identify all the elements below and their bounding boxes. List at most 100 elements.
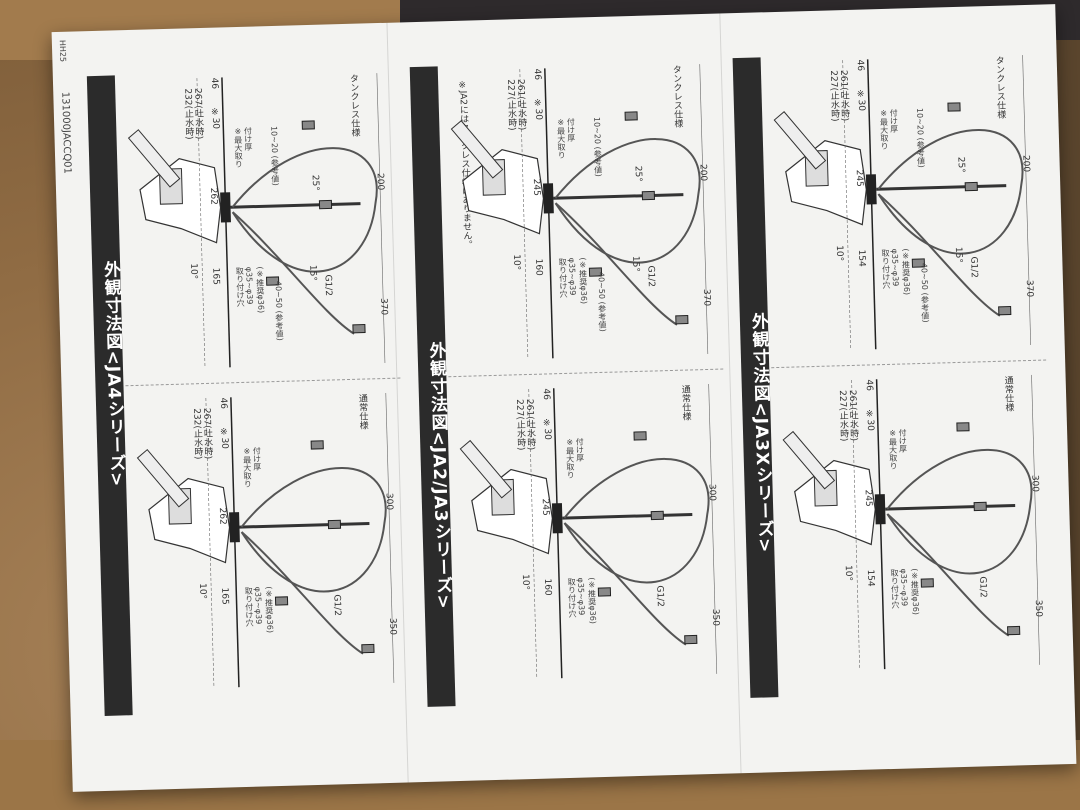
hose-connector: [675, 314, 689, 325]
dim-label: 300: [383, 492, 395, 511]
dim-label: 15°: [307, 264, 318, 282]
dim-label: 370: [701, 288, 712, 307]
dim-label: 200: [697, 163, 708, 182]
document-code: 131000JACCQ01: [59, 91, 73, 175]
mount-hole-recommended: (※推奨φ36): [264, 586, 275, 634]
dim-label: 40~50 (参考値): [596, 271, 608, 332]
dim-label: 25°: [309, 174, 321, 191]
hose-connector: [301, 120, 315, 130]
mount-block: [874, 494, 886, 525]
dimension-line: [519, 69, 529, 360]
faucet-lever: [773, 111, 827, 170]
dim-label: 15°: [630, 255, 641, 273]
thread-label: G1/2: [331, 594, 342, 617]
mount-hole-size: φ35~φ39: [244, 266, 255, 305]
hose-connector: [318, 199, 333, 210]
dim-label: 245: [530, 178, 542, 197]
mount-block: [220, 192, 231, 223]
hose-connector: [998, 305, 1012, 316]
thread-label: G1/2: [654, 585, 665, 608]
supply-pipe: [885, 503, 1016, 511]
hose-connector: [274, 596, 289, 606]
faucet-lever: [127, 129, 181, 188]
hose-loop: [563, 458, 710, 584]
hose-connector: [973, 501, 987, 512]
hose-branch: [240, 531, 364, 655]
height-label-open: 261(吐水時): [524, 398, 536, 451]
hose-connector: [947, 102, 961, 112]
thickness-label: 付け厚: [575, 437, 585, 462]
dimension-line: [699, 64, 709, 354]
dim-label: ※30: [532, 98, 544, 121]
hose-branch: [877, 193, 1001, 317]
height-label-open: 267(吐水時): [192, 87, 204, 140]
dim-label: 370: [1023, 279, 1035, 298]
dim-label: 200: [1020, 154, 1031, 173]
hose-connector: [327, 519, 342, 530]
dim-label: 300: [706, 483, 717, 502]
dimension-line: [385, 392, 395, 683]
dim-label: 160: [533, 258, 544, 276]
dim-label: 10°: [519, 574, 531, 591]
dim-label: 10°: [188, 263, 199, 280]
dim-label: 40~50 (参考値): [919, 262, 931, 323]
thickness-label: 付け厚: [252, 446, 262, 471]
mount-hole-recommended: (※推奨φ36): [587, 577, 598, 625]
dim-label: 350: [387, 617, 398, 636]
dim-label: 154: [855, 249, 867, 267]
section-label: タンクレス仕様: [670, 64, 683, 128]
dimension-line: [196, 78, 206, 369]
dim-label: ※30: [209, 107, 221, 130]
mount-hole-size: φ35~φ39: [253, 586, 264, 625]
dim-label: ※30: [218, 427, 230, 450]
dim-label: 10~20 (参考値): [592, 116, 603, 177]
hose-connector: [633, 431, 647, 441]
hose-branch: [232, 211, 355, 335]
dim-label: 10°: [842, 565, 854, 582]
hose-connector: [920, 578, 934, 588]
dim-label: 160: [542, 578, 553, 596]
mount-block: [229, 512, 240, 543]
faucet-drawing: [773, 55, 1032, 350]
dim-label: 46: [208, 77, 220, 90]
thread-label: G1/2: [322, 274, 334, 297]
dim-label: ※30: [864, 409, 876, 432]
dim-label: 350: [1032, 599, 1044, 618]
dimension-line: [851, 379, 861, 670]
section-label: 通常仕様: [356, 393, 368, 430]
hose-connector: [956, 422, 970, 432]
dim-label: 245: [539, 498, 551, 516]
dim-label: 25°: [955, 156, 966, 173]
dim-label: 154: [864, 569, 876, 587]
dim-label: 46: [540, 388, 552, 401]
dimension-line: [1031, 374, 1040, 665]
section-label: タンクレス仕様: [993, 55, 1006, 119]
mount-hole-size: φ35~φ39: [567, 257, 578, 296]
dim-label: 46: [863, 379, 874, 392]
section-label: 通常仕様: [679, 384, 691, 421]
dimension-line: [708, 383, 718, 674]
faucet-drawing: [450, 64, 709, 360]
dimension-line: [205, 397, 215, 688]
dim-label: 245: [853, 169, 865, 188]
hose-loop: [886, 449, 1033, 575]
hose-connector: [964, 181, 978, 192]
dim-label: 10~20 (参考値): [915, 107, 926, 168]
hose-connector: [588, 267, 603, 277]
hose-branch: [554, 202, 678, 326]
dim-label: 165: [210, 267, 221, 286]
mount-hole-size: φ35~φ39: [898, 568, 909, 607]
dim-label: 262: [207, 187, 219, 206]
dim-label: 10°: [510, 254, 522, 271]
thread-label: G1/2: [977, 576, 988, 598]
height-label-open: 261(吐水時): [515, 78, 527, 131]
dim-label: 245: [862, 489, 874, 507]
mount-hole-recommended: (※推奨φ36): [900, 248, 912, 296]
faucet-lever: [459, 439, 513, 499]
hose-connector: [1007, 625, 1021, 636]
dim-label: ※30: [855, 89, 867, 112]
